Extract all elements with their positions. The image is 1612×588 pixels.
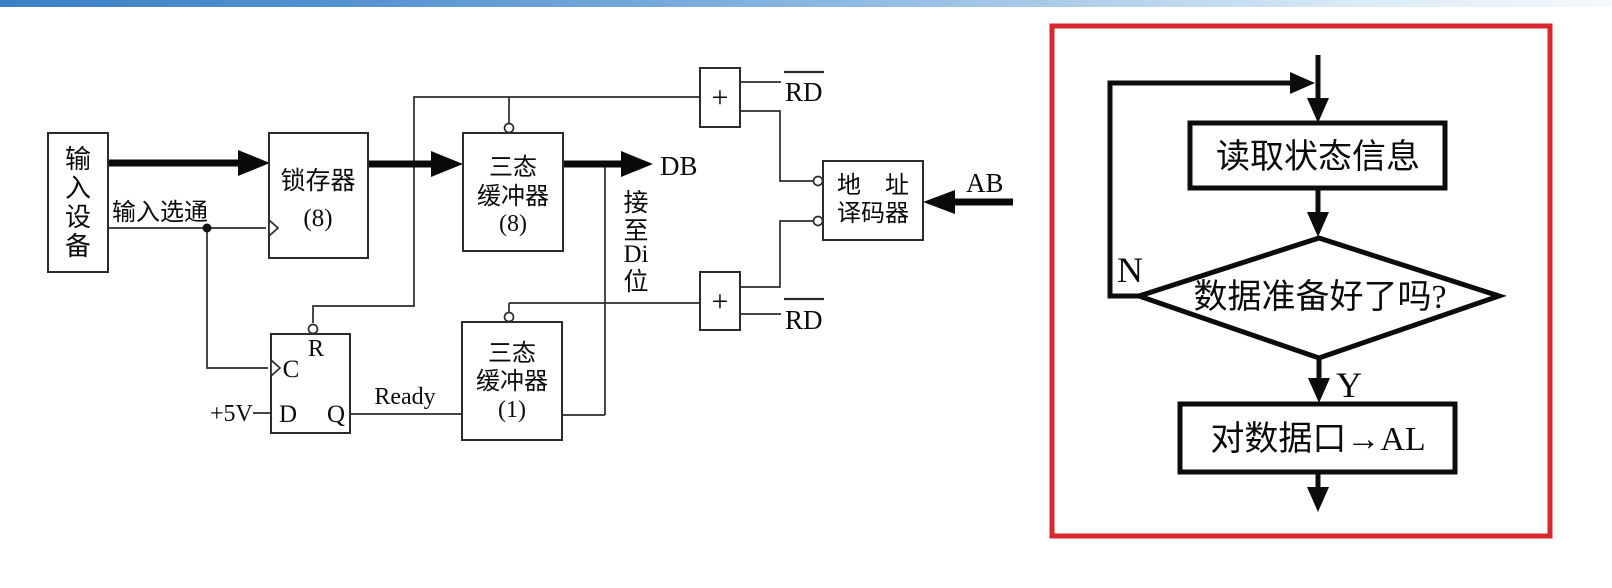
rd-top-label: RD xyxy=(785,77,823,107)
input-strobe-label: 输入选通 xyxy=(112,199,208,226)
or-gate-top-plus: + xyxy=(712,81,729,114)
ready-label: Ready xyxy=(374,384,435,410)
flowchart-red-frame xyxy=(1049,23,1553,539)
buffer8-label: 缓冲器 xyxy=(477,183,549,210)
bus-arrow-buffer8-to-db xyxy=(563,151,653,177)
to-di-note-char: 位 xyxy=(623,268,648,296)
address-decoder-box xyxy=(822,160,924,241)
bus-arrowhead xyxy=(621,151,653,177)
latch-width-label: (8) xyxy=(303,205,332,232)
buffer8-label: 三态 xyxy=(489,154,537,181)
or-top-to-decoder-wire xyxy=(740,110,813,182)
flipflop-q-label: Q xyxy=(327,401,345,428)
buffer1-box xyxy=(461,321,563,441)
address-decoder-label: 译码器 xyxy=(837,201,909,227)
decoder-select-bubble-bottom xyxy=(812,215,824,227)
input-device-box xyxy=(47,132,109,273)
decoder-to-or-bottom-wire xyxy=(740,220,813,288)
buffer1-enable-bubble xyxy=(503,311,515,323)
latch-box xyxy=(268,132,369,259)
yes-branch-arrowhead xyxy=(1308,378,1330,403)
to-decision-arrowhead xyxy=(1307,212,1329,237)
rd-bottom-label: RD xyxy=(785,305,823,335)
flipflop-r-label: R xyxy=(308,336,324,362)
flipflop-c-label: C xyxy=(283,356,300,383)
top-blue-bar xyxy=(0,0,1612,7)
latch-clock-triangle-icon xyxy=(268,218,280,238)
buffer8-width-label: (8) xyxy=(499,211,527,237)
bus-arrowhead xyxy=(238,150,270,176)
buffer1-width-label: (1) xyxy=(498,397,526,423)
bus-arrow-latch-to-buffer8 xyxy=(368,151,463,177)
flipflop-d-label: D xyxy=(279,401,297,428)
flipflop-reset-bubble xyxy=(307,323,319,335)
buffer8-box xyxy=(462,132,564,252)
exit-arrowhead xyxy=(1307,487,1329,512)
yes-branch-label: Y xyxy=(1336,365,1362,405)
ab-bus-label: AB xyxy=(966,168,1004,198)
read-status-label: 读取状态信息 xyxy=(1216,138,1420,176)
plus5v-label: +5V xyxy=(210,401,254,427)
strobe-to-ff-clock-wire xyxy=(206,228,268,369)
decision-label: 数据准备好了吗? xyxy=(1193,278,1446,316)
or-gate-bottom-plus: + xyxy=(712,285,729,318)
loop-back-line xyxy=(1107,80,1292,299)
entry-arrowhead xyxy=(1307,98,1329,123)
buffer8-enable-bubble xyxy=(503,122,515,134)
store-al-box xyxy=(1177,401,1458,475)
buffer1-label: 三态 xyxy=(488,340,536,367)
flowchart: 读取状态信息 数据准备好了吗? N Y 对数据口→AL xyxy=(1049,23,1553,539)
store-al-label: 对数据口→AL xyxy=(1210,420,1425,458)
junction-dot xyxy=(202,223,212,233)
block-diagram: 输 入 设 备 输入选通 锁存器 (8) 三态 缓冲器 (8) DB 接 至 D… xyxy=(47,67,1013,441)
flipflop-box xyxy=(270,333,351,434)
latch-label: 锁存器 xyxy=(280,167,355,195)
no-branch-label: N xyxy=(1117,250,1143,290)
or-gate-top-box xyxy=(699,67,741,128)
decoder-select-bubble-top xyxy=(812,175,824,187)
input-device-char: 设 xyxy=(65,203,91,232)
bus-arrowhead xyxy=(431,151,463,177)
to-di-note-char: 接 xyxy=(623,189,648,217)
to-di-note-char: Di xyxy=(624,241,649,268)
loop-arrowhead xyxy=(1290,72,1315,94)
input-device-char: 备 xyxy=(65,232,91,261)
input-device-char: 输 xyxy=(65,145,91,174)
bus-arrow-ab-to-decoder xyxy=(923,190,1013,214)
db-bus-label: DB xyxy=(660,151,698,181)
input-device-char: 入 xyxy=(65,174,91,203)
flipflop-clock-triangle-icon xyxy=(270,358,282,378)
address-decoder-label: 地 址 xyxy=(837,172,909,199)
bus-arrow-device-to-latch xyxy=(108,150,270,176)
or-gate-bottom-box xyxy=(699,271,741,331)
to-di-note-char: 至 xyxy=(623,218,648,245)
buffer1-label: 缓冲器 xyxy=(476,368,548,395)
bus-arrowhead xyxy=(923,190,955,214)
